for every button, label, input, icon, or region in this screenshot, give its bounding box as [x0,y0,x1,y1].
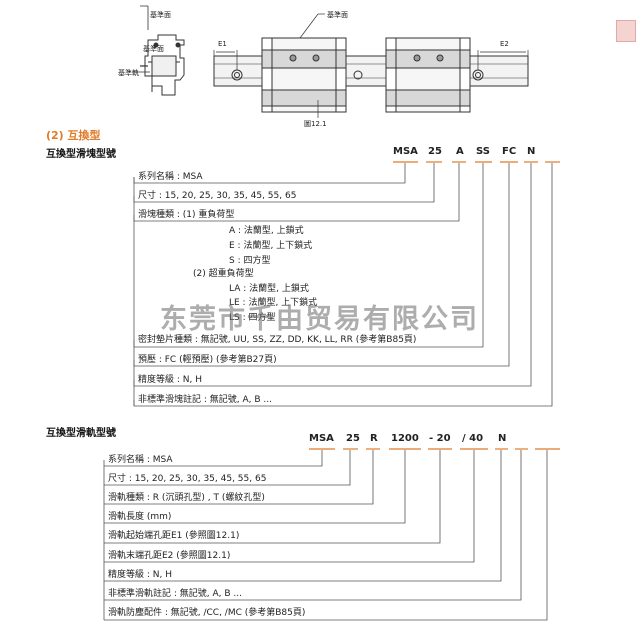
label-e1: E1 [218,40,227,48]
rail-e2: 滑軌末端孔距E2 (參照圖12.1) [108,551,231,561]
block-seal: 密封墊片種類 : 無記號, UU, SS, ZZ, DD, KK, LL, RR… [138,335,417,345]
block-nonstd: 非標準滑塊註記 : 無記號, A, B ... [138,395,272,405]
label-ref-surface-top: 基準面 [327,11,348,19]
block-series: 系列名稱 : MSA [138,172,203,182]
block-preload: 預壓 : FC (輕預壓) (參考第B27頁) [138,355,277,365]
dimension-lines [213,13,529,118]
block-type-le: LE : 法蘭型, 上下鎖式 [229,298,318,308]
block-1 [261,37,347,113]
figure-caption: 圖12.1 [304,120,327,128]
rail-code-type: R [370,433,378,444]
rail-dust: 滑軌防塵配件 : 無記號, /CC, /MC (參考第B85頁) [108,608,306,618]
rail-precision: 精度等級 : N, H [108,570,172,580]
rail-code-length: 1200 [391,433,419,444]
close-window-icon[interactable] [616,20,636,42]
rail-code-precision: N [498,433,507,444]
rail-e1: 滑軌起始端孔距E1 (參照圖12.1) [108,531,240,541]
label-ref-surface-side: 基準面 [143,45,164,53]
block-code-size: 25 [428,146,442,157]
rail-type: 滑軌種類 : R (沉頭孔型) , T (螺紋孔型) [108,493,265,503]
block-connectors [133,163,553,407]
rail-code-msa: MSA [309,433,334,444]
rail-code-e1: - 20 [429,433,451,444]
block-type-s: S : 四方型 [229,256,271,266]
rail-code-e2: / 40 [462,433,484,444]
rail-code-size: 25 [346,433,360,444]
block-code-precision: N [527,146,536,157]
block-code-preload: FC [502,146,517,157]
block-type-heavy2: (2) 超重負荷型 [193,269,254,279]
rail-length: 滑軌長度 (mm) [108,512,172,522]
block-code-msa: MSA [393,146,418,157]
block-size: 尺寸 : 15, 20, 25, 30, 35, 45, 55, 65 [138,191,297,201]
label-ref-rail: 基準軌 [118,69,139,77]
label-e2: E2 [500,40,509,48]
block-type-e: E : 法蘭型, 上下鎖式 [229,241,313,251]
end-view-drawing [133,5,185,96]
block-type-ls: LS : 四方型 [229,313,276,323]
watermark: 东莞市千由贸易有限公司 [160,304,479,335]
rail-connectors [103,450,548,621]
rail-series: 系列名稱 : MSA [108,455,173,465]
rail-nonstd: 非標準滑軌註記 : 無記號, A, B ... [108,589,242,599]
block-type-la: LA : 法蘭型, 上鎖式 [229,284,309,294]
rail-heading: 互換型滑軌型號 [46,428,116,439]
block-code-seal: SS [476,146,490,157]
rail-diagram [133,5,529,118]
block-code-type: A [456,146,464,157]
section-title: (2) 互換型 [46,129,101,142]
block-precision: 精度等級 : N, H [138,375,202,385]
block-2 [385,37,471,113]
block-type-a: A : 法蘭型, 上鎖式 [229,226,304,236]
rail-size: 尺寸 : 15, 20, 25, 30, 35, 45, 55, 65 [108,474,267,484]
label-ref-surface-left: 基準面 [150,11,171,19]
block-type: 滑塊種類 : (1) 重負荷型 [138,210,235,220]
block-heading: 互換型滑塊型號 [46,149,116,160]
